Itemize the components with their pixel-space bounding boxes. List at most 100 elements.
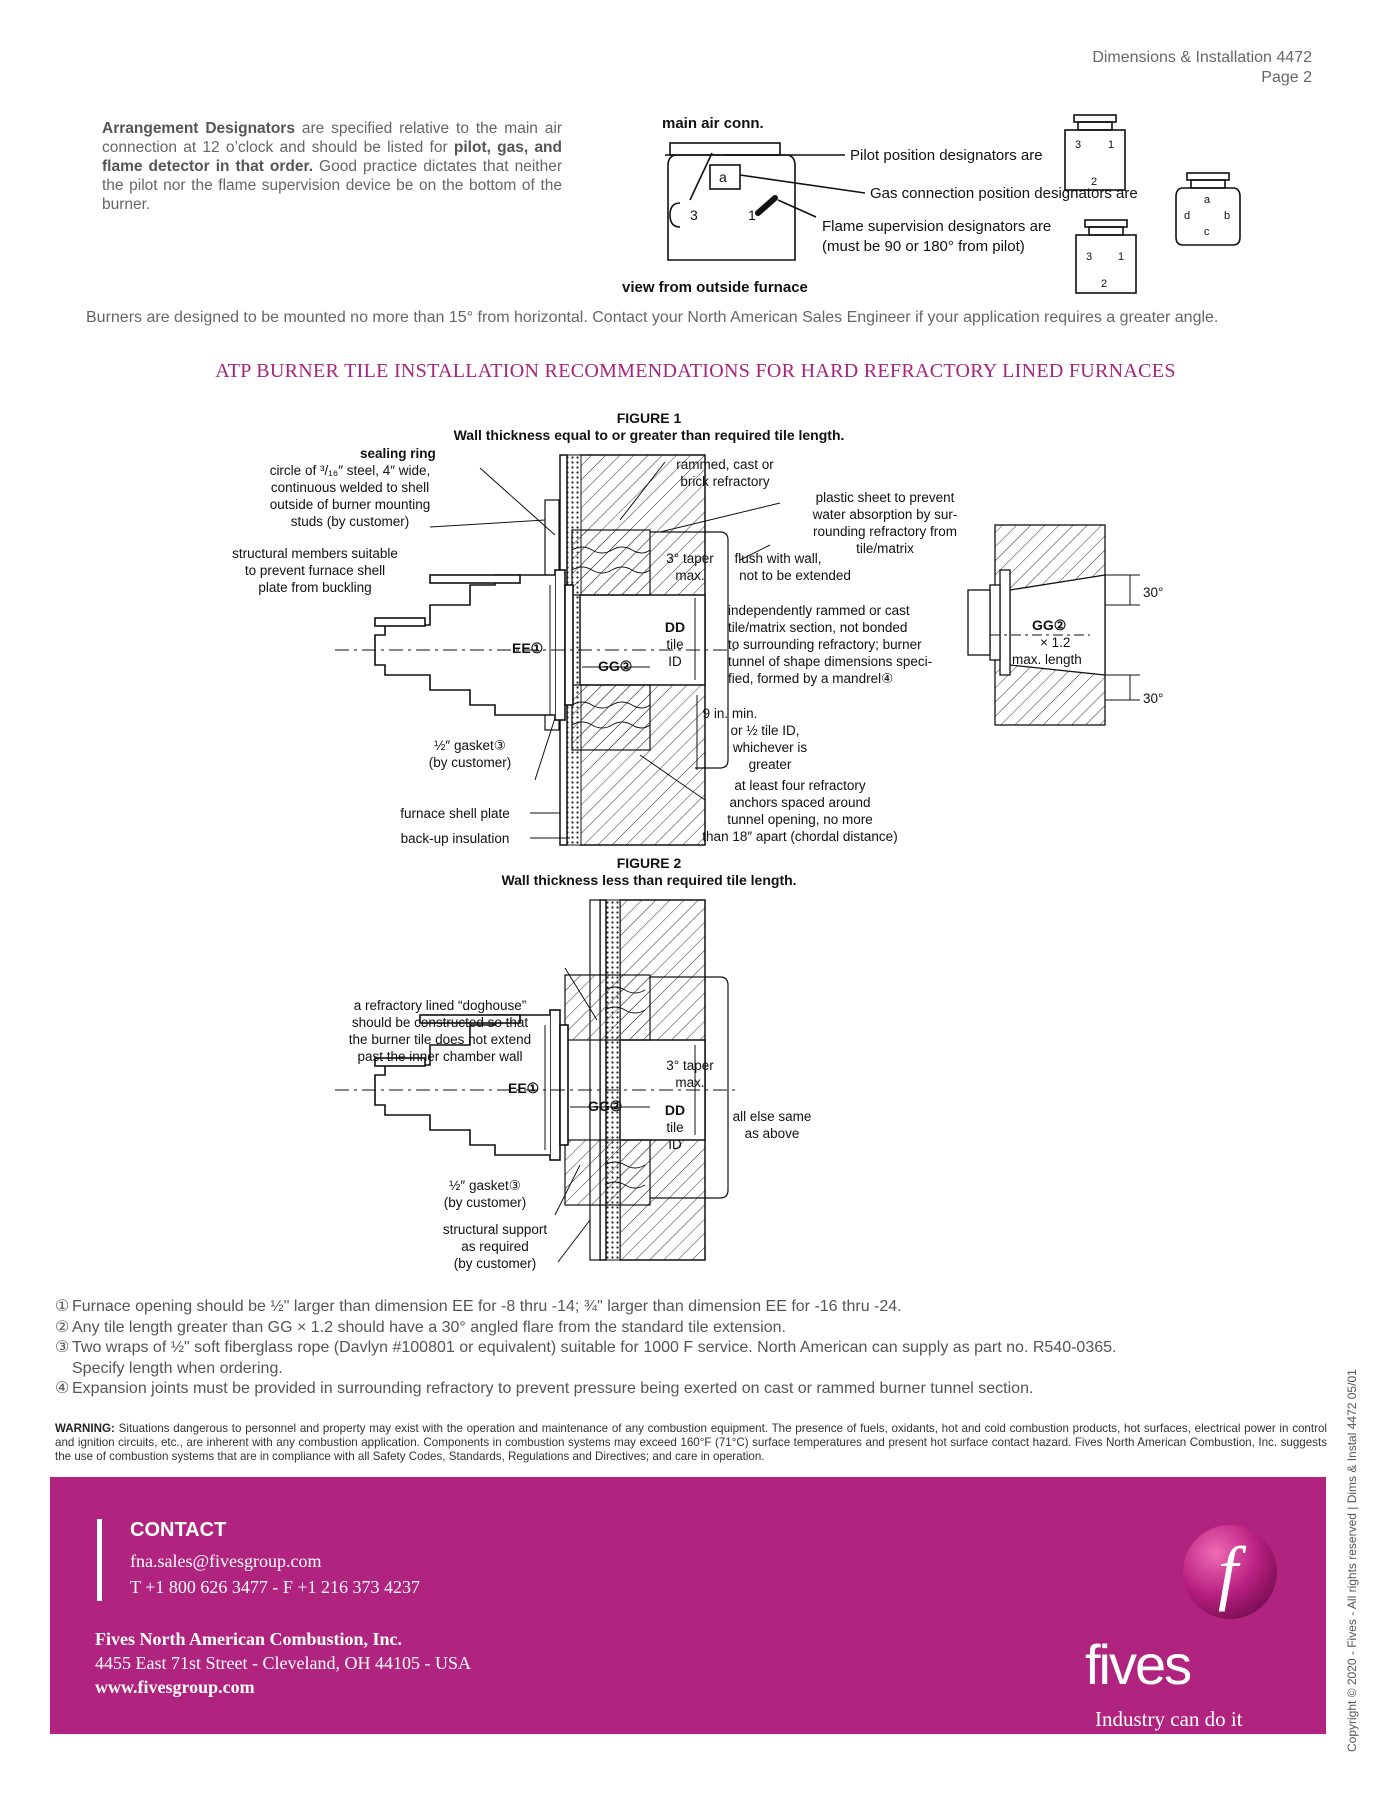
intro-bold-term: Arrangement Designators (102, 120, 295, 137)
figure1-ee: EE① (512, 640, 543, 656)
contact-title: CONTACT (130, 1519, 227, 1541)
figure2-ee: EE① (508, 1080, 539, 1096)
plastic-line-4: tile/matrix (856, 541, 914, 556)
burner-3: 3 (690, 207, 698, 223)
figure1-drawing (335, 454, 781, 846)
else-line-1: all else same (733, 1109, 812, 1124)
sealing-ring-line-3: outside of burner mounting (270, 497, 431, 512)
flare-angle-bottom: 30° (1143, 691, 1163, 706)
figure2-gg: GG② (588, 1098, 622, 1114)
plastic-line-1: plastic sheet to prevent (816, 490, 955, 505)
burner-a: a (719, 169, 727, 185)
plastic-line-2: water absorption by sur- (812, 507, 958, 522)
figure2-drawing (335, 899, 735, 1263)
sealing-ring-line-2: continuous welded to shell (271, 480, 429, 495)
figure2-title: FIGURE 2 (617, 855, 682, 871)
brand-tagline: Industry can do it (1095, 1707, 1243, 1731)
flame-label-1: Flame supervision designators are (822, 218, 1051, 235)
independent-line-5: fied, formed by a mandrel④ (728, 671, 893, 686)
nine-in-line-3: whichever is (732, 740, 808, 755)
else-line-2: as above (745, 1126, 800, 1141)
independent-line-4: tunnel of shape dimensions speci- (728, 654, 932, 669)
warning-label: WARNING: (55, 1422, 115, 1435)
independent-line-2: tile/matrix section, not bonded (728, 620, 907, 635)
anchors-line-3: tunnel opening, no more (727, 812, 873, 827)
gas-box-a: a (1204, 194, 1211, 206)
intro-text-1: are specified relative to the main air c… (102, 120, 562, 156)
gas-box-c: c (1204, 226, 1210, 238)
flare-gg: GG② (1032, 617, 1066, 633)
installation-figures: FIGURE 1 Wall thickness equal to or grea… (232, 410, 1163, 1271)
rammed-line-1: rammed, cast or (676, 457, 774, 472)
rammed-line-2: brick refractory (680, 474, 770, 489)
fig2-dd-label: DD (665, 1102, 685, 1118)
brand-name: fives (1085, 1633, 1192, 1696)
intro-text-2: Good practice dictates that neither the … (102, 158, 562, 213)
contact-phone: T +1 800 626 3477 - F +1 216 373 4237 (130, 1577, 420, 1597)
fig2-dd-tile: tile (666, 1120, 683, 1135)
company-website[interactable]: www.fivesgroup.com (95, 1677, 255, 1697)
figure2-subtitle: Wall thickness less than required tile l… (501, 872, 796, 888)
sealing-ring-line-1: circle of ³/₁₆″ steel, 4″ wide, (270, 463, 431, 478)
taper-line-1: 3° taper (666, 551, 714, 566)
main-air-label: main air conn. (662, 115, 764, 132)
nine-in-line-1: 9 in. min. (703, 706, 758, 721)
fig2-taper-line-1: 3° taper (666, 1058, 714, 1073)
flush-line-1: flush with wall, (734, 551, 821, 566)
doc-title: Dimensions & Installation 4472 (1092, 49, 1312, 66)
support-line-1: structural support (443, 1222, 548, 1237)
company-address: 4455 East 71st Street - Cleveland, OH 44… (95, 1653, 471, 1673)
figure1-gg: GG② (598, 658, 632, 674)
flame-box-3: 3 (1086, 251, 1092, 263)
company-name: Fives North American Combustion, Inc. (95, 1629, 402, 1649)
doghouse-line-4: past the inner chamber wall (357, 1049, 522, 1064)
section-title: ATP BURNER TILE INSTALLATION RECOMMENDAT… (215, 360, 1176, 382)
flare-figure (967, 524, 1140, 726)
gas-label: Gas connection position designators are (870, 185, 1138, 202)
figure1-subtitle: Wall thickness equal to or greater than … (454, 427, 845, 443)
gasket-line-2: (by customer) (429, 755, 512, 770)
sealing-ring-line-4: studs (by customer) (291, 514, 410, 529)
company-block: Fives North American Combustion, Inc. 44… (95, 1627, 471, 1699)
shell-plate-label: furnace shell plate (400, 806, 510, 821)
pilot-label: Pilot position designators are (850, 147, 1043, 164)
taper-line-2: max. (675, 568, 704, 583)
doghouse-line-3: the burner tile does not extend (349, 1032, 531, 1047)
structural-line-2: to prevent furnace shell (245, 563, 385, 578)
copyright-vertical: Copyright © 2020 - Fives - All rights re… (1345, 1369, 1359, 1752)
anchors-line-1: at least four refractory (734, 778, 866, 793)
pilot-box-2: 2 (1091, 176, 1097, 188)
flame-box-1: 1 (1118, 251, 1124, 263)
flare-angle-top: 30° (1143, 585, 1163, 600)
fig2-gasket-line-2: (by customer) (444, 1195, 527, 1210)
gasket-line-1: ½″ gasket③ (434, 738, 506, 753)
designator-diagram: main air conn. a 3 1 Pilot position desi… (622, 114, 1241, 296)
arrangement-paragraph: Arrangement Designators are specified re… (102, 119, 562, 214)
page-header: Dimensions & Installation 4472 Page 2 (1092, 48, 1312, 88)
gas-box-d: d (1184, 210, 1190, 222)
flare-max-length: max. length (1012, 652, 1082, 667)
independent-line-3: to surrounding refractory; burner (728, 637, 922, 652)
dd-id: ID (668, 654, 682, 669)
fig2-gasket-line-1: ½″ gasket③ (449, 1178, 521, 1193)
pilot-box-1: 1 (1108, 139, 1114, 151)
intro-bold-order: pilot, gas, and flame detector in that o… (102, 139, 562, 175)
page-number: Page 2 (1261, 69, 1312, 86)
plastic-line-3: rounding refractory from (813, 524, 957, 539)
independent-line-1: independently rammed or cast (728, 603, 910, 618)
gas-box-b: b (1224, 210, 1230, 222)
view-label: view from outside furnace (622, 279, 808, 296)
support-line-2: as required (461, 1239, 529, 1254)
flush-line-2: not to be extended (739, 568, 851, 583)
structural-line-1: structural members suitable (232, 546, 398, 561)
doghouse-line-1: a refractory lined “doghouse” (354, 998, 527, 1013)
contact-email[interactable]: fna.sales@fivesgroup.com (130, 1551, 322, 1571)
sealing-ring-title: sealing ring (360, 446, 436, 461)
footer-banner: CONTACT fna.sales@fivesgroup.com T +1 80… (50, 1477, 1326, 1734)
backup-label: back-up insulation (401, 831, 510, 846)
